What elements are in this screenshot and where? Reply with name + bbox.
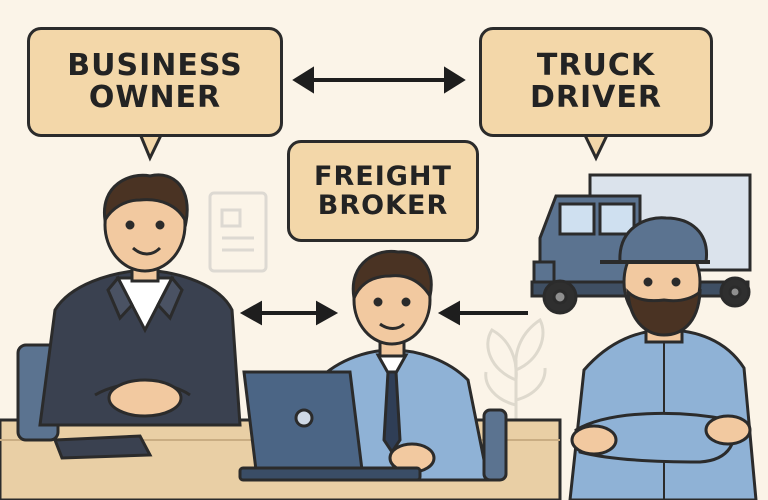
business-owner-label-line2: OWNER xyxy=(88,80,222,115)
freight-broker-label-line2: BROKER xyxy=(317,190,449,221)
business-owner-label-line1: BUSINESS xyxy=(67,47,243,83)
freight-broker-label: FREIGHT BROKER xyxy=(287,140,479,242)
truck-driver-figure xyxy=(568,216,758,500)
freight-broker-label-line1: FREIGHT xyxy=(314,160,452,192)
arrow-left-icon xyxy=(437,300,528,326)
truck-driver-label: TRUCK DRIVER xyxy=(479,27,713,137)
truck-driver-label-line1: TRUCK xyxy=(536,47,656,83)
double-arrow-icon xyxy=(239,300,339,326)
business-owner-label: BUSINESS OWNER xyxy=(27,27,283,137)
tablet-icon xyxy=(52,434,153,460)
document-icon xyxy=(208,191,268,273)
truck-driver-label-line2: DRIVER xyxy=(530,80,662,115)
business-owner-figure xyxy=(38,173,242,427)
double-arrow-icon xyxy=(292,66,466,94)
laptop-icon xyxy=(238,370,422,482)
chair xyxy=(482,408,508,482)
